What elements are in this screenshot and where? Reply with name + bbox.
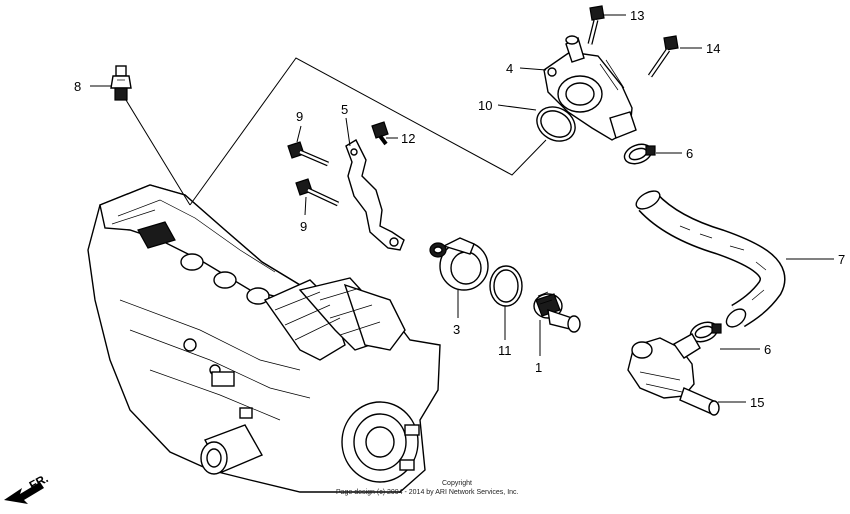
part-14-bolt [647,35,679,78]
callout-12: 12 [401,131,415,146]
part-9-bolt-lower [295,178,340,207]
part-7-water-hose [635,190,786,328]
part-13-bolt [587,5,605,45]
callout-15: 15 [750,395,764,410]
callout-1: 1 [535,360,542,375]
part-3-thermostat-housing [429,237,489,291]
callout-3: 3 [453,322,460,337]
engine-cylinder-head [87,184,441,493]
copyright-line-2: Page design (c) 2004 - 2014 by ARI Netwo… [336,489,519,496]
callout-13: 13 [630,8,644,23]
callout-14: 14 [706,41,720,56]
callout-11: 11 [498,343,512,358]
part-6-clamp-lower [689,321,722,343]
copyright-line-1: Copyright [442,480,472,487]
part-6-clamp-upper [623,143,656,165]
part-8-sensor [110,65,132,101]
callout-8: 8 [74,79,81,94]
part-12-bolt [371,121,389,146]
part-5-bracket [345,139,405,251]
part-9-bolt-upper [287,141,329,167]
callout-5: 5 [341,102,348,117]
part-15-water-pipe [627,333,720,416]
callout-9-lower: 9 [300,219,307,234]
part-4-thermostat-cover [543,35,637,141]
part-1-thermostat [533,291,581,333]
callout-4: 4 [506,61,513,76]
callout-7: 7 [838,252,845,267]
engine-leader-line [189,57,547,206]
part-10-o-ring [536,106,576,142]
callout-6-lower: 6 [764,342,771,357]
callout-10: 10 [478,98,492,113]
callout-6-upper: 6 [686,146,693,161]
front-direction-arrow-icon [4,482,44,504]
callout-9-upper: 9 [296,109,303,124]
part-11-o-ring [489,265,523,307]
